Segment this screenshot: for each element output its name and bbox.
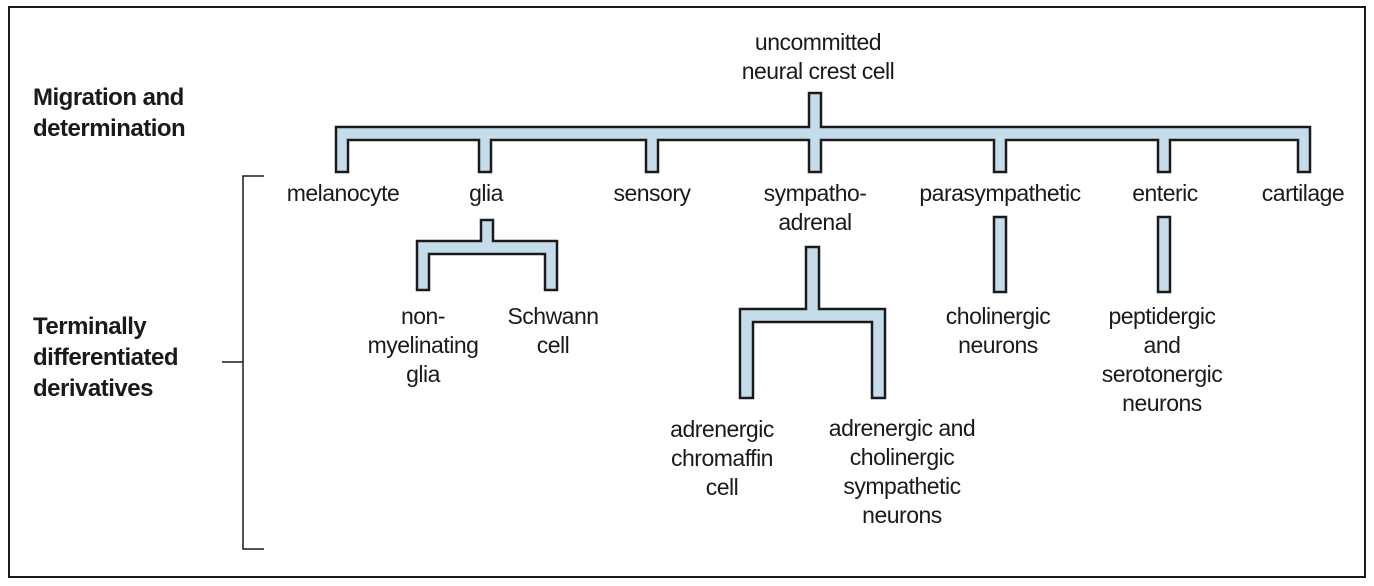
- lineage-parasympathetic: parasympathetic: [919, 180, 1081, 206]
- lineage-cartilage: cartilage: [1261, 180, 1345, 206]
- derivative-adrenergic-cholinergic-neurons: adrenergic and cholinergic sympathetic n…: [828, 415, 976, 528]
- connector-glia-branch: [415, 218, 559, 292]
- connector-parasympathetic-stem: [992, 215, 1008, 294]
- lineage-sympathoadrenal: sympatho- adrenal: [763, 180, 867, 235]
- lineage-sensory: sensory: [613, 180, 691, 206]
- heading-terminally-differentiated: Terminally differentiated derivatives: [33, 313, 179, 402]
- derivative-non-myelinating-glia: non- myelinating glia: [367, 303, 479, 387]
- lineage-glia: glia: [469, 180, 503, 206]
- lineage-enteric: enteric: [1132, 180, 1198, 206]
- terminal-bracket: [222, 175, 264, 550]
- connector-sympathoadrenal-branch: [738, 245, 887, 400]
- lineage-melanocyte: melanocyte: [286, 180, 400, 206]
- derivative-peptidergic-serotonergic-neurons: peptidergic and serotonergic neurons: [1101, 303, 1223, 416]
- diagram-frame: [8, 6, 1366, 578]
- connector-main-tree: [334, 91, 1312, 174]
- heading-migration-determination: Migration and determination: [33, 84, 186, 142]
- derivative-schwann-cell: Schwann cell: [507, 303, 599, 358]
- root-node-label: uncommitted neural crest cell: [741, 29, 895, 84]
- derivative-cholinergic-neurons: cholinergic neurons: [945, 303, 1051, 358]
- derivative-adrenergic-chromaffin-cell: adrenergic chromaffin cell: [670, 416, 774, 500]
- connector-enteric-stem: [1156, 215, 1172, 294]
